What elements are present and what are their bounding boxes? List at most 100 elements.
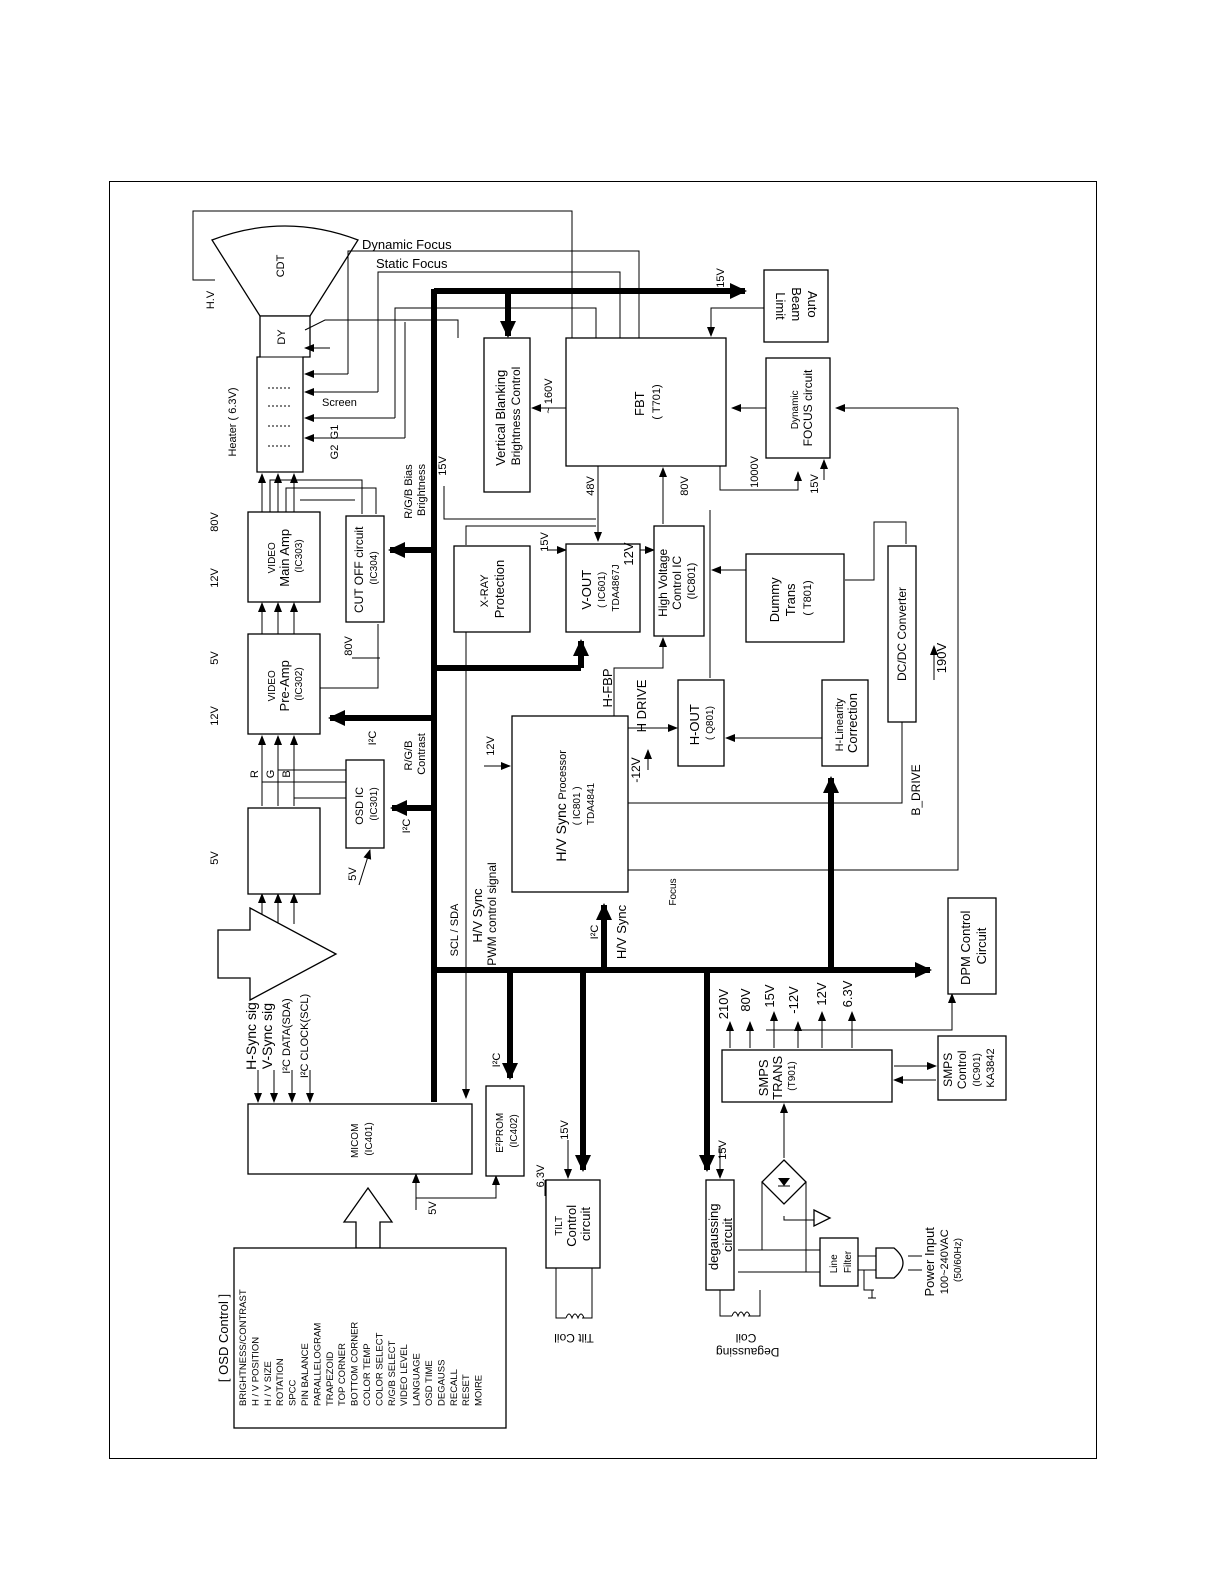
smps-out-15v: 15V	[762, 984, 777, 1007]
osd-control-item: VIDEO LEVEL	[399, 1344, 410, 1406]
osd-control-item: COLOR SELECT	[374, 1332, 385, 1406]
v12-preamp: 12V	[209, 706, 221, 726]
osd-ic-label: OSD IC (IC301)	[351, 783, 380, 825]
osd-control-item: H / V SIZE	[263, 1361, 274, 1406]
v80-cutoff: 80V	[343, 636, 355, 656]
cutoff-label: CUT OFF circuit (IC304)	[351, 523, 380, 613]
hout-box	[677, 679, 725, 767]
pre-amp-label: VIDEO Pre-Amp (IC302)	[263, 657, 305, 712]
v80-mainamp: 80V	[209, 512, 221, 532]
degauss-circuit-box	[705, 1179, 735, 1291]
auto-beam-limit-box	[763, 269, 829, 343]
hv-label: H.V	[205, 290, 217, 309]
vertical-blanking-box	[483, 337, 531, 493]
osd-control-item: DEGAUSS	[436, 1360, 447, 1406]
osd-control-item: PIN BALANCE	[300, 1343, 311, 1406]
dummy-trans-box	[745, 553, 845, 643]
hv-control-label: High Voltage Control IC (IC801)	[655, 545, 698, 617]
main-amp-label: VIDEO Main Amp (IC303)	[263, 525, 305, 586]
i2c-label-1: I²C	[367, 731, 379, 746]
dynamic-focus-circuit-box	[765, 357, 831, 459]
vm12-label: -12V	[629, 757, 643, 782]
video-input-triangle	[217, 906, 338, 1002]
diagram-frame	[109, 181, 1097, 1459]
osd-control-item: RECALL	[449, 1369, 460, 1406]
i2c-label-4: I²C	[491, 1053, 503, 1068]
v12-hv: 12V	[621, 542, 636, 565]
hlin-label: H-Linearity Correction	[831, 693, 860, 753]
v5-micom: 5V	[427, 1201, 439, 1215]
line-filter-label: Line Filter	[825, 1250, 854, 1273]
v80-fbt: 80V	[679, 476, 691, 496]
vout-label: V-OUT ( IC601) TDA4867J	[579, 564, 622, 611]
hv-control-box	[653, 525, 705, 637]
fbt-box	[565, 337, 727, 467]
v5-sync: 5V	[209, 851, 221, 865]
hsync-sig-label: H-Sync sig	[243, 1002, 259, 1070]
osd-control-item: PARALLELOGRAM	[312, 1323, 323, 1406]
hout-label: H-OUT ( Q801)	[687, 701, 716, 746]
smps-out-12v: 12V	[814, 982, 829, 1005]
tilt-label: TILT Control circuit	[550, 1201, 593, 1247]
osd-ic-box	[345, 759, 385, 849]
bdrive-label: B_DRIVE	[909, 764, 923, 815]
osd-control-item: RESET	[461, 1374, 472, 1406]
v15-degauss: 15V	[717, 1140, 729, 1160]
hv-sync-label: H/V Sync Processor ( IC801 ) TDA4841	[553, 746, 597, 861]
hv-sync-sig-label: H/V Sync PWM control signal	[470, 862, 499, 965]
osd-control-title: [ OSD Control ]	[216, 1294, 231, 1382]
osd-control-item: TRAPEZOID	[325, 1351, 336, 1406]
line-filter-box	[819, 1237, 859, 1287]
hv-sync-processor-box	[511, 715, 629, 893]
tilt-coil-label: Tilt Coil	[554, 1331, 594, 1345]
hv-sync2-label: H/V Sync	[614, 904, 629, 959]
eeprom-label: E²PROM (IC402)	[491, 1109, 520, 1153]
main-amp-box	[247, 511, 321, 603]
dynamic-focus-label: Dynamic Focus	[362, 237, 452, 252]
coil-icon	[565, 1311, 751, 1320]
v15-tilt: 15V	[559, 1120, 571, 1140]
dpm-control-box	[947, 897, 997, 995]
cutoff-box	[345, 515, 385, 623]
osd-control-item: OSD TIME	[424, 1360, 435, 1406]
fbt-label: FBT ( T701)	[632, 384, 663, 419]
cdt-label: CDT	[275, 254, 287, 277]
focus-label: Focus	[668, 878, 679, 905]
osd-control-item: LANGUAGE	[412, 1353, 423, 1406]
smps-out-63v: 6.3V	[840, 980, 855, 1007]
screen-label: Screen	[322, 397, 357, 409]
power-input-label: Power Input 100~240VAC (50/60Hz)	[922, 1224, 964, 1297]
signal-lines	[192, 210, 959, 1319]
v160: ~ 160V	[543, 378, 555, 414]
smps-out-m12v: -12V	[786, 986, 801, 1014]
smps-control-label: SMPS Control (IC901) KA3842	[940, 1047, 997, 1089]
osd-control-box	[233, 1247, 507, 1429]
r-label: R	[249, 770, 261, 778]
bridge-rectifier-icon	[761, 1159, 807, 1205]
eeprom-box	[485, 1085, 525, 1177]
hlinearity-box	[821, 679, 869, 767]
osd-control-item: MOIRE	[474, 1375, 485, 1406]
osd-control-item: BRIGHTNESS/CONTRAST	[238, 1289, 249, 1406]
auto-beam-label: Auto Beam Limit	[773, 287, 820, 325]
smps-out-80v: 80V	[738, 988, 753, 1011]
vsync-sig-label: V-Sync sig	[259, 1003, 275, 1069]
main-bus	[328, 283, 932, 1172]
xray-label: X-RAY Protection	[476, 560, 507, 619]
v63-tilt: 6.3V	[535, 1164, 547, 1187]
g2-label: G2	[329, 445, 341, 460]
i2c-label-2: I²C	[401, 819, 413, 834]
dcdc-label: DC/DC Converter	[895, 587, 909, 681]
smps-out-210v: 210V	[716, 988, 731, 1019]
micom-box	[247, 1103, 473, 1175]
crt-tube	[211, 225, 359, 473]
osd-control-item: H / V POSITION	[250, 1337, 261, 1406]
smps-trans-box	[721, 1049, 893, 1103]
v1000: 1000V	[749, 455, 761, 487]
osd-control-item: TOP CORNER	[337, 1343, 348, 1406]
b-label: B	[281, 770, 293, 777]
v5-osd: 5V	[347, 867, 359, 881]
scl-sda-label: SCL / SDA	[449, 903, 461, 956]
